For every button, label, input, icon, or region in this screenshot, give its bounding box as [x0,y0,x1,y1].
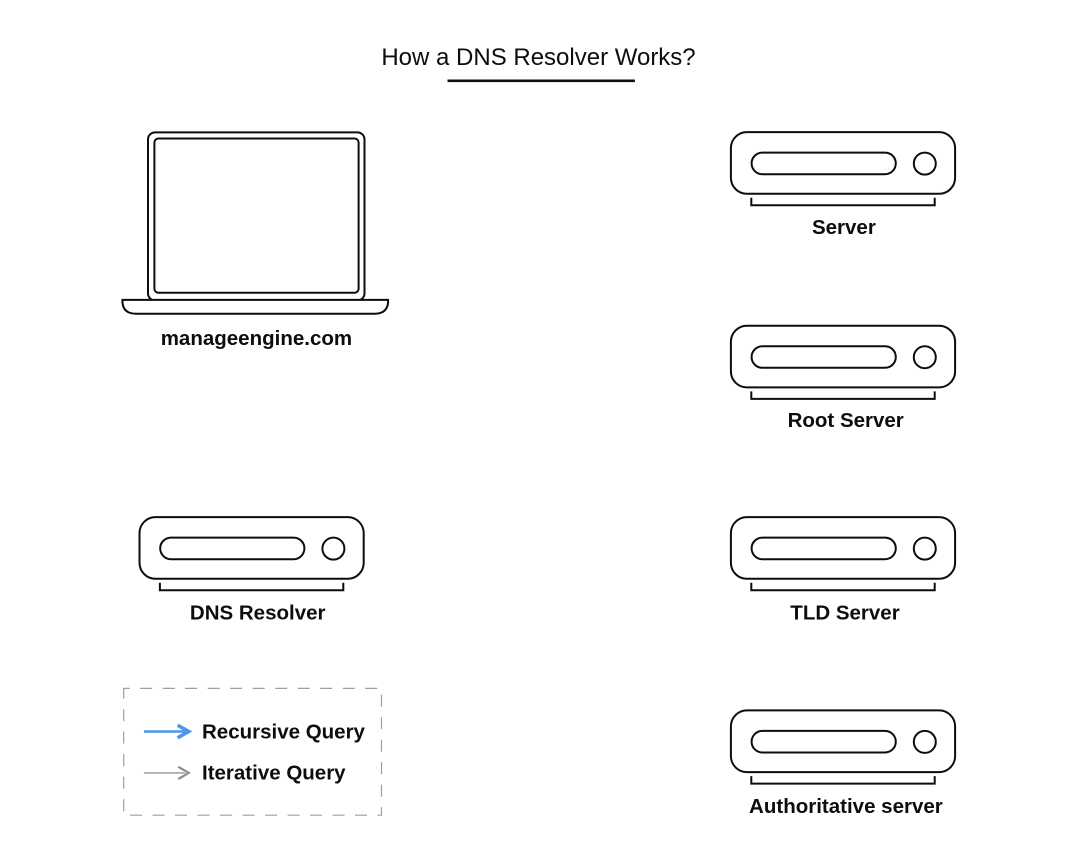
svg-text:Authoritative server: Authoritative server [749,795,943,818]
svg-text:Root Server: Root Server [788,409,904,432]
svg-text:Recursive Query: Recursive Query [202,720,366,743]
svg-text:TLD Server: TLD Server [790,602,899,625]
svg-text:Server: Server [812,216,876,239]
svg-text:How a DNS Resolver Works?: How a DNS Resolver Works? [381,44,695,71]
svg-text:Iterative Query: Iterative Query [202,762,346,785]
svg-text:DNS Resolver: DNS Resolver [190,602,326,625]
svg-text:manageengine.com: manageengine.com [161,327,352,350]
